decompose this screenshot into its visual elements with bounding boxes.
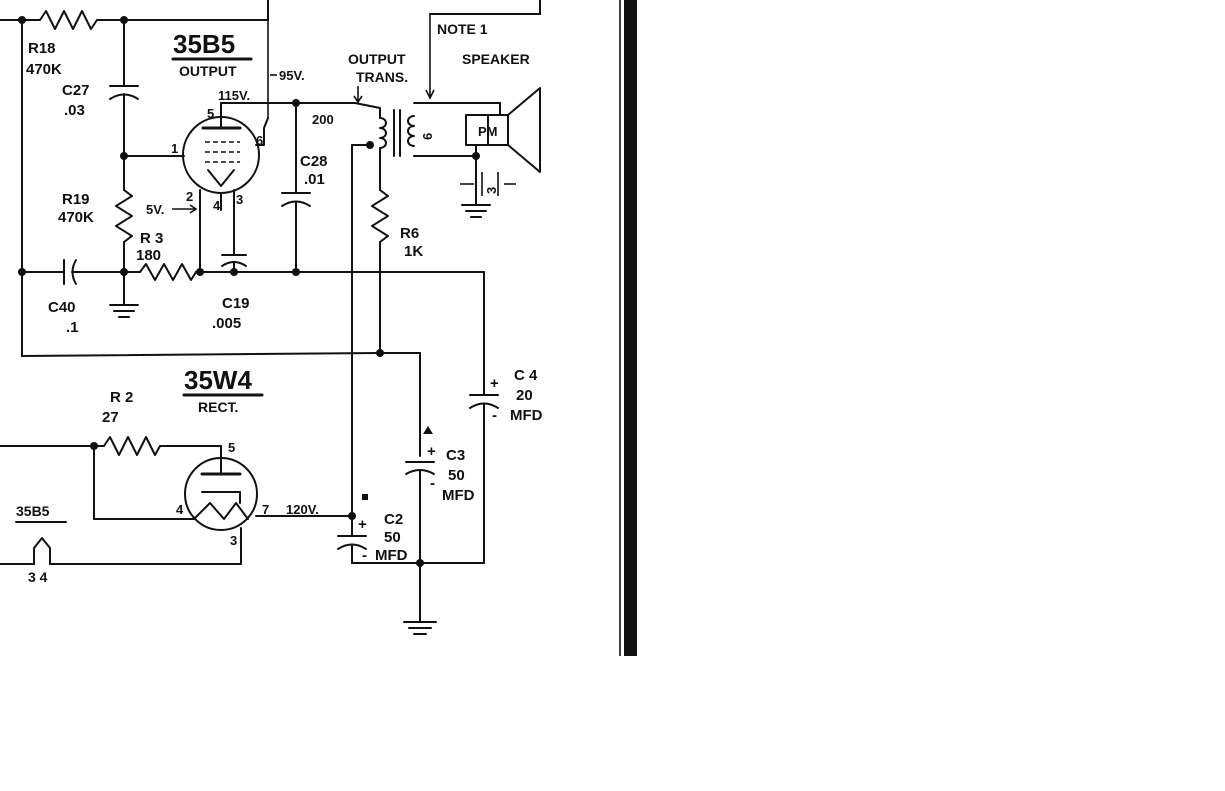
c2-value: 50 [384,529,401,546]
tube-35b5-function: OUTPUT [179,63,237,79]
c2-unit: MFD [375,547,408,564]
pin-4-35w4: 4 [176,502,184,517]
c27-value: .03 [64,102,85,119]
r3-value: 180 [136,247,161,264]
transformer-primary-ohms: 200 [312,112,334,127]
output-trans-label-2: TRANS. [356,69,408,85]
r6-name: R6 [400,225,419,242]
resistor-r19 [115,155,133,273]
c3-name: C3 [446,447,465,464]
capacitor-c3 [405,426,435,564]
pin-3-35w4: 3 [230,533,237,548]
speaker-symbol [465,87,541,206]
pin-3-35b5: 3 [236,192,243,207]
c4-unit: MFD [510,407,543,424]
heater-filament [0,537,242,565]
c28-value: .01 [304,171,325,188]
heater-tube-label: 35B5 [16,503,50,519]
capacitor-c4 [469,271,499,564]
c3-value: 50 [448,467,465,484]
c2-name: C2 [384,511,403,528]
pin-5-35w4: 5 [228,440,235,455]
pin-6-35b5: 6 [256,133,263,148]
pin-4-35b5: 4 [213,198,221,213]
ground-symbol-1 [109,271,139,318]
r19-value: 470K [58,209,94,226]
capacitor-c2 [337,494,368,564]
c27-name: C27 [62,82,90,99]
c40-value: .1 [66,319,79,336]
capacitor-c28 [281,102,311,273]
resistor-r6 [371,189,389,354]
screen-voltage: 95V. [279,68,305,83]
pin-7-35w4: 7 [262,502,269,517]
cathode-voltage: 5V. [146,202,164,217]
output-transformer [379,109,415,157]
r2-name: R 2 [110,389,133,406]
c3-plus: + [427,443,436,460]
c4-minus: - [492,407,497,424]
r18-name: R18 [28,40,56,57]
capacitor-c27 [109,19,139,157]
note-label: NOTE 1 [437,21,488,37]
c19-value: .005 [212,315,241,332]
c4-plus: + [490,375,499,392]
ground-symbol-2 [461,204,491,218]
c2-minus: - [362,547,367,564]
resistor-r2 [0,436,222,520]
c4-value: 20 [516,387,533,404]
tube-35w4-title: 35W4 [184,365,252,395]
r19-name: R19 [62,191,90,208]
heater-pins: 3 4 [28,569,48,585]
c2-plus: + [358,516,367,533]
r3-name: R 3 [140,230,163,247]
ground-symbol-3 [403,562,437,635]
c4-name: C 4 [514,367,538,384]
resistor-r3 [123,263,297,281]
tube-35w4 [184,455,353,564]
pin-2-35b5: 2 [186,189,193,204]
speaker-label: SPEAKER [462,51,530,67]
c3-unit: MFD [442,487,475,504]
tube-35b5-title: 35B5 [173,29,235,59]
c40-name: C40 [48,299,76,316]
transformer-secondary-ohms: 6 [420,133,435,140]
c28-name: C28 [300,153,328,170]
speaker-type: PM [478,124,498,139]
r18-value: 470K [26,61,62,78]
c19-name: C19 [222,295,250,312]
rectifier-output-voltage: 120V. [286,502,319,517]
r6-value: 1K [404,243,423,260]
r2-value: 27 [102,409,119,426]
speaker-voice-coil: 3 [484,187,499,194]
tube-35b5 [182,102,260,194]
tube-35w4-function: RECT. [198,399,238,415]
c3-minus: - [430,475,435,492]
page-border [624,0,637,656]
plate-voltage: 115V. [218,88,250,103]
output-trans-label-1: OUTPUT [348,51,406,67]
pin-1-35b5: 1 [171,141,178,156]
pin-5-35b5: 5 [207,106,214,121]
